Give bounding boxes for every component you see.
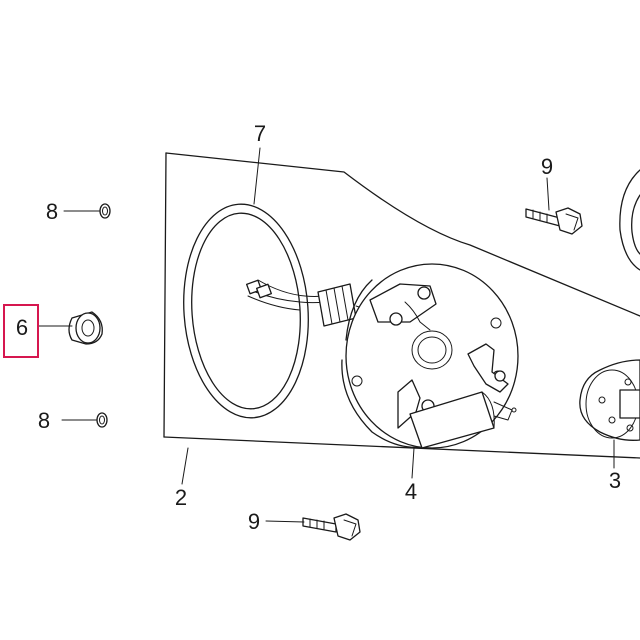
bolt-top[interactable]: [525, 207, 583, 235]
callout-9-top: 9: [541, 154, 553, 179]
washer-bottom[interactable]: [96, 412, 108, 428]
callout-9-bottom: 9: [248, 509, 260, 534]
callout-8-top: 8: [46, 199, 58, 224]
callout-8-bottom: 8: [38, 408, 50, 433]
leader-lines: [37, 147, 615, 523]
gasket-ring[interactable]: [177, 200, 316, 422]
wire-harness: [246, 279, 405, 401]
callout-7: 7: [254, 121, 266, 146]
highlight-box: [3, 304, 39, 358]
washer-top[interactable]: [99, 203, 111, 219]
callout-4: 4: [405, 479, 417, 504]
housing-plate[interactable]: [163, 152, 640, 459]
stator-base-plate[interactable]: [341, 263, 519, 449]
bolt-bottom[interactable]: [302, 513, 361, 541]
callout-6: 6: [16, 315, 28, 340]
bushing[interactable]: [68, 311, 103, 345]
callout-2: 2: [175, 485, 187, 510]
rotor-hub[interactable]: [579, 359, 640, 441]
callout-3: 3: [609, 468, 621, 493]
partial-cover-right: [619, 169, 640, 271]
